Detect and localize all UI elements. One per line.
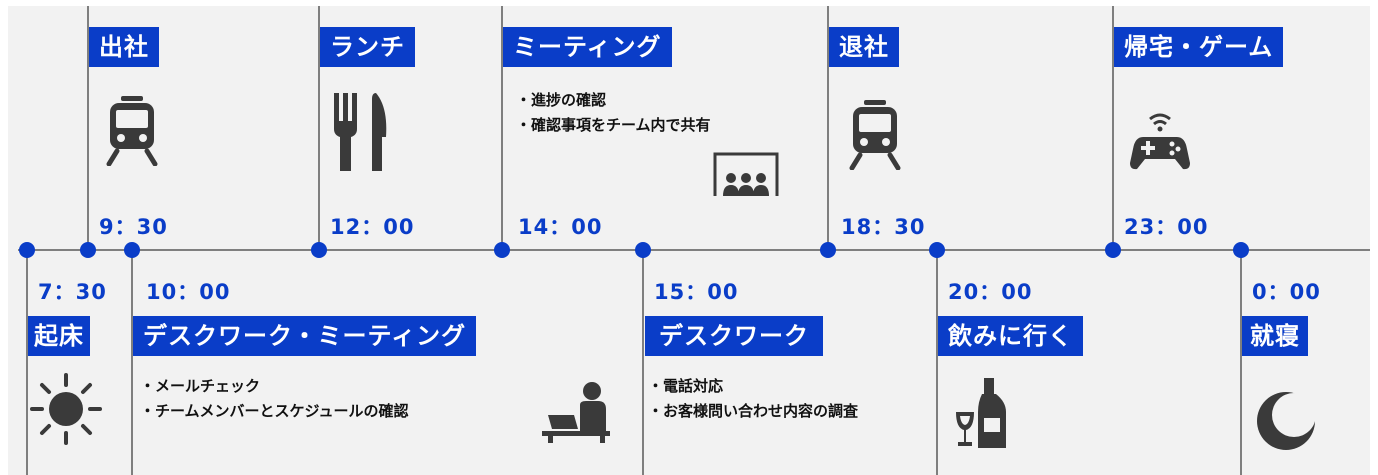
event-bullets-meeting: ・進捗の確認 ・確認事項をチーム内で共有 bbox=[516, 88, 711, 138]
desk-worker-icon bbox=[540, 381, 612, 443]
timeline-dot-desk2 bbox=[635, 242, 651, 258]
event-label-game: 帰宅・ゲーム bbox=[1114, 27, 1284, 67]
timeline-dot-leave bbox=[820, 242, 836, 258]
fork-knife-icon bbox=[332, 93, 392, 171]
event-label-commute: 出社 bbox=[89, 27, 159, 67]
connector-lunch bbox=[318, 6, 320, 250]
connector-leave bbox=[827, 6, 829, 250]
sun-icon bbox=[30, 373, 102, 445]
event-label-desk1: デスクワーク・ミーティング bbox=[133, 316, 477, 356]
event-label-meeting: ミーティング bbox=[503, 27, 672, 67]
event-time-leave: 18：30 bbox=[841, 215, 926, 239]
event-label-wake: 起床 bbox=[28, 316, 90, 356]
event-time-sleep: 0：00 bbox=[1252, 280, 1321, 304]
train-icon bbox=[105, 94, 159, 167]
timeline-dot-sleep bbox=[1233, 242, 1249, 258]
bullet-item: ・電話対応 bbox=[648, 377, 724, 395]
bullet-item: ・メールチェック bbox=[140, 377, 261, 395]
event-time-lunch: 12：00 bbox=[330, 215, 415, 239]
timeline-dot-desk1 bbox=[124, 242, 140, 258]
timeline-dot-lunch bbox=[311, 242, 327, 258]
event-label-leave: 退社 bbox=[829, 27, 899, 67]
connector-desk2 bbox=[642, 250, 644, 475]
bullet-item: ・進捗の確認 bbox=[516, 91, 607, 109]
moon-icon bbox=[1255, 390, 1317, 452]
event-time-desk1: 10：00 bbox=[146, 280, 231, 304]
event-time-wake: 7：30 bbox=[38, 280, 107, 304]
event-time-meeting: 14：00 bbox=[518, 215, 603, 239]
connector-desk1 bbox=[131, 250, 133, 475]
timeline-dot-drinks bbox=[929, 242, 945, 258]
connector-meeting bbox=[501, 6, 503, 250]
timeline-dot-meeting bbox=[494, 242, 510, 258]
timeline-dot-commute bbox=[80, 242, 96, 258]
event-time-commute: 9：30 bbox=[99, 215, 168, 239]
presentation-icon bbox=[713, 152, 779, 198]
timeline-diagram: 出社 9：30 ランチ 12：00 ミーティング ・進捗の確認 ・確認事項をチー… bbox=[8, 6, 1370, 475]
event-label-desk2: デスクワーク bbox=[645, 316, 823, 356]
timeline-dot-wake bbox=[19, 242, 35, 258]
event-label-lunch: ランチ bbox=[320, 27, 415, 67]
event-time-desk2: 15：00 bbox=[654, 280, 739, 304]
event-bullets-desk2: ・電話対応 ・お客様問い合わせ内容の調査 bbox=[648, 374, 858, 424]
event-time-game: 23：00 bbox=[1124, 215, 1209, 239]
event-label-drinks: 飲みに行く bbox=[938, 316, 1083, 356]
game-controller-icon bbox=[1129, 109, 1191, 171]
connector-wake bbox=[26, 250, 28, 475]
bullet-item: ・チームメンバーとスケジュールの確認 bbox=[140, 402, 409, 420]
bullet-item: ・お客様問い合わせ内容の調査 bbox=[648, 402, 859, 420]
event-label-sleep: 就寝 bbox=[1242, 316, 1308, 356]
connector-game bbox=[1112, 6, 1114, 250]
event-bullets-desk1: ・メールチェック ・チームメンバーとスケジュールの確認 bbox=[140, 374, 409, 424]
bullet-item: ・確認事項をチーム内で共有 bbox=[516, 116, 711, 134]
timeline-axis bbox=[18, 249, 1370, 251]
connector-commute bbox=[87, 6, 89, 250]
train-icon bbox=[848, 98, 902, 171]
timeline-dot-game bbox=[1105, 242, 1121, 258]
connector-sleep bbox=[1240, 250, 1242, 475]
wine-bottle-icon bbox=[954, 376, 1008, 450]
event-time-drinks: 20：00 bbox=[948, 280, 1033, 304]
connector-drinks bbox=[936, 250, 938, 475]
